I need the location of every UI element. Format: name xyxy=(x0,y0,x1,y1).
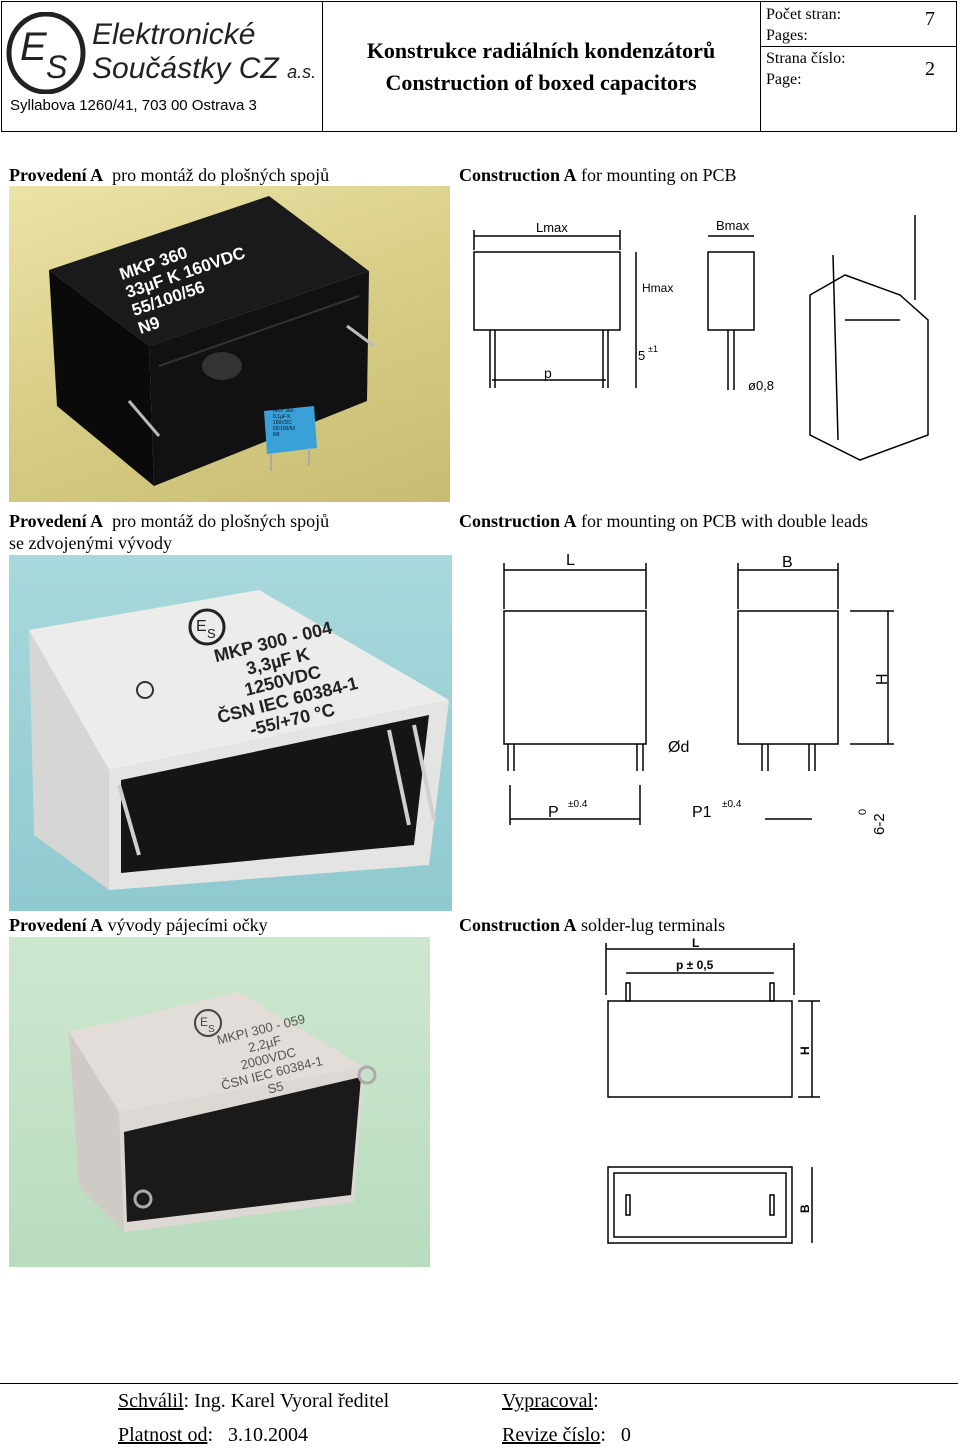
drawing-construction-a-double-leads: L B H Ød P ±0.4 P1 ±0.4 6-2 0 xyxy=(503,552,894,835)
company-suffix: a.s. xyxy=(287,62,317,82)
dim-p-label: P xyxy=(548,804,559,821)
section3-desc-cz: vývody pájecími očky xyxy=(107,915,268,935)
section1-variant-cz: Provedení A xyxy=(9,165,104,185)
dim-b-label: B xyxy=(798,1204,812,1213)
section3-desc-en: solder-lug terminals xyxy=(581,915,726,935)
revision-label: Revize číslo xyxy=(502,1424,601,1446)
company-logo-icon: E S xyxy=(6,12,86,94)
valid-value: 3.10.2004 xyxy=(228,1424,309,1446)
dim-p-tolerance: ±0.4 xyxy=(568,799,588,810)
photo-mkpi300-capacitor: E S MKPI 300 - 059 2,2µF 2000VDC ČSN IEC… xyxy=(9,937,430,1267)
es-logo-icon: E S xyxy=(188,608,226,646)
company-name: Součástky CZ xyxy=(92,52,279,85)
section1-variant-en: Construction A xyxy=(459,165,577,185)
small-capacitor-class: 55/100/56 xyxy=(273,426,296,432)
prepared-label: Vypracoval xyxy=(502,1390,594,1412)
page-label-en: Page: xyxy=(766,71,802,88)
valid-label: Platnost od xyxy=(118,1424,208,1446)
section1-desc-en: for mounting on PCB xyxy=(581,165,737,185)
small-capacitor-voltage: 160VDC xyxy=(273,420,292,426)
drawing-construction-a-solder-lug: L p ± 0,5 H B xyxy=(605,936,820,1244)
small-capacitor-type: MKP 360 xyxy=(273,408,294,414)
small-capacitor-label: MKP 360 0,1µF K 160VDC 55/100/56 N9 xyxy=(273,408,317,438)
pages-value: 7 xyxy=(925,8,935,30)
dim-p1-label: P1 xyxy=(692,804,712,821)
document-title-en: Construction of boxed capacitors xyxy=(385,70,697,95)
footer-divider xyxy=(0,1383,958,1384)
section3-caption-en: Construction A solder-lug terminals xyxy=(459,914,725,936)
svg-text:E: E xyxy=(196,618,207,635)
section3-variant-cz: Provedení A xyxy=(9,915,104,935)
photo-mkp360-capacitors: MKP 360 33µF K 160VDC 55/100/56 N9 MKP 3… xyxy=(9,186,450,502)
company-address: Syllabova 1260/41, 703 00 Ostrava 3 xyxy=(10,97,257,114)
svg-text:S: S xyxy=(207,626,216,641)
document-header: E S Elektronické Součástky CZ a.s. Sylla… xyxy=(1,1,957,132)
company-name-line1: Elektronické xyxy=(92,18,256,51)
dim-hmax-label: Hmax xyxy=(642,281,673,295)
capacitor-photo-drawing xyxy=(29,590,449,890)
section3-caption-cz: Provedení A vývody pájecími očky xyxy=(9,914,268,936)
dim-l-label: L xyxy=(692,936,699,950)
section2-variant-cz: Provedení A xyxy=(9,511,104,531)
svg-text:E: E xyxy=(20,25,48,69)
svg-text:E: E xyxy=(200,1015,208,1029)
capacitor-photo-drawing xyxy=(69,992,377,1232)
page-value: 2 xyxy=(925,58,935,80)
section2-desc-cz: pro montáž do plošných spojů xyxy=(112,511,330,531)
es-logo-icon: E S xyxy=(194,1009,222,1037)
section2-caption-cz: Provedení A pro montáž do plošných spojů… xyxy=(9,510,329,554)
dim-diameter-label: ø0,8 xyxy=(748,378,774,393)
company-name-line2: Součástky CZ a.s. xyxy=(92,52,316,89)
dim-lmax-label: Lmax xyxy=(536,220,568,235)
section2-desc-en: for mounting on PCB with double leads xyxy=(581,511,869,531)
dim-b-label: B xyxy=(782,554,793,571)
dim-h-label: H xyxy=(798,1046,812,1055)
page-info-block: Počet stran: Pages: 7 Strana číslo: Page… xyxy=(760,2,957,131)
dim-l-label: L xyxy=(566,552,575,569)
prepared-row: Vypracoval: xyxy=(502,1390,599,1412)
dim-lead-length: 5 xyxy=(638,348,645,363)
revision-row: Revize číslo: 0 xyxy=(502,1424,631,1446)
dim-bmax-label: Bmax xyxy=(716,218,750,233)
dim-lead-tolerance: ±1 xyxy=(648,344,658,354)
dim-d-label: Ød xyxy=(668,739,689,756)
approved-label: Schválil xyxy=(118,1390,184,1412)
pages-label-cz: Počet stran: xyxy=(766,6,842,23)
dim-lead-sup: 0 xyxy=(857,809,869,815)
dim-p-label: p ± 0,5 xyxy=(676,958,714,972)
approved-value: Ing. Karel Vyoral ředitel xyxy=(194,1390,390,1412)
section3-variant-en: Construction A xyxy=(459,915,577,935)
section1-caption-cz: Provedení A pro montáž do plošných spojů xyxy=(9,164,329,186)
pages-label-en: Pages: xyxy=(766,27,808,44)
drawing-construction-a-pcb: Lmax Bmax Hmax p 5 ±1 ø0,8 xyxy=(473,215,929,461)
revision-value: 0 xyxy=(620,1424,631,1446)
company-block: E S Elektronické Součástky CZ a.s. Sylla… xyxy=(2,2,323,131)
section2-desc-cz-line2: se zdvojenými vývody xyxy=(9,533,172,553)
svg-text:S: S xyxy=(208,1024,215,1035)
small-capacitor-value: 0,1µF K xyxy=(273,414,291,420)
section2-variant-en: Construction A xyxy=(459,511,577,531)
photo-mkp300-capacitor: E S MKP 300 - 004 3,3µF K 1250VDC ČSN IE… xyxy=(9,555,452,911)
svg-text:S: S xyxy=(46,49,67,85)
section1-desc-cz: pro montáž do plošných spojů xyxy=(112,165,330,185)
small-capacitor-code: N9 xyxy=(273,432,280,438)
validity-row: Platnost od: 3.10.2004 xyxy=(118,1424,309,1446)
capacitor-photo-drawing xyxy=(49,196,375,486)
dim-h-label: H xyxy=(874,673,891,685)
dim-p1-tolerance: ±0.4 xyxy=(722,799,742,810)
approved-row: Schválil: Ing. Karel Vyoral ředitel xyxy=(118,1390,390,1412)
document-title-block: Konstrukce radiálních kondenzátorů Const… xyxy=(322,2,761,131)
section2-caption-en: Construction A for mounting on PCB with … xyxy=(459,510,868,532)
document-title-cz: Konstrukce radiálních kondenzátorů xyxy=(366,38,716,63)
header-divider xyxy=(760,46,957,47)
page-label-cz: Strana číslo: xyxy=(766,50,846,67)
section1-caption-en: Construction A for mounting on PCB xyxy=(459,164,737,186)
dim-p-label: p xyxy=(544,365,552,381)
dim-lead-length: 6-2 xyxy=(871,813,888,835)
